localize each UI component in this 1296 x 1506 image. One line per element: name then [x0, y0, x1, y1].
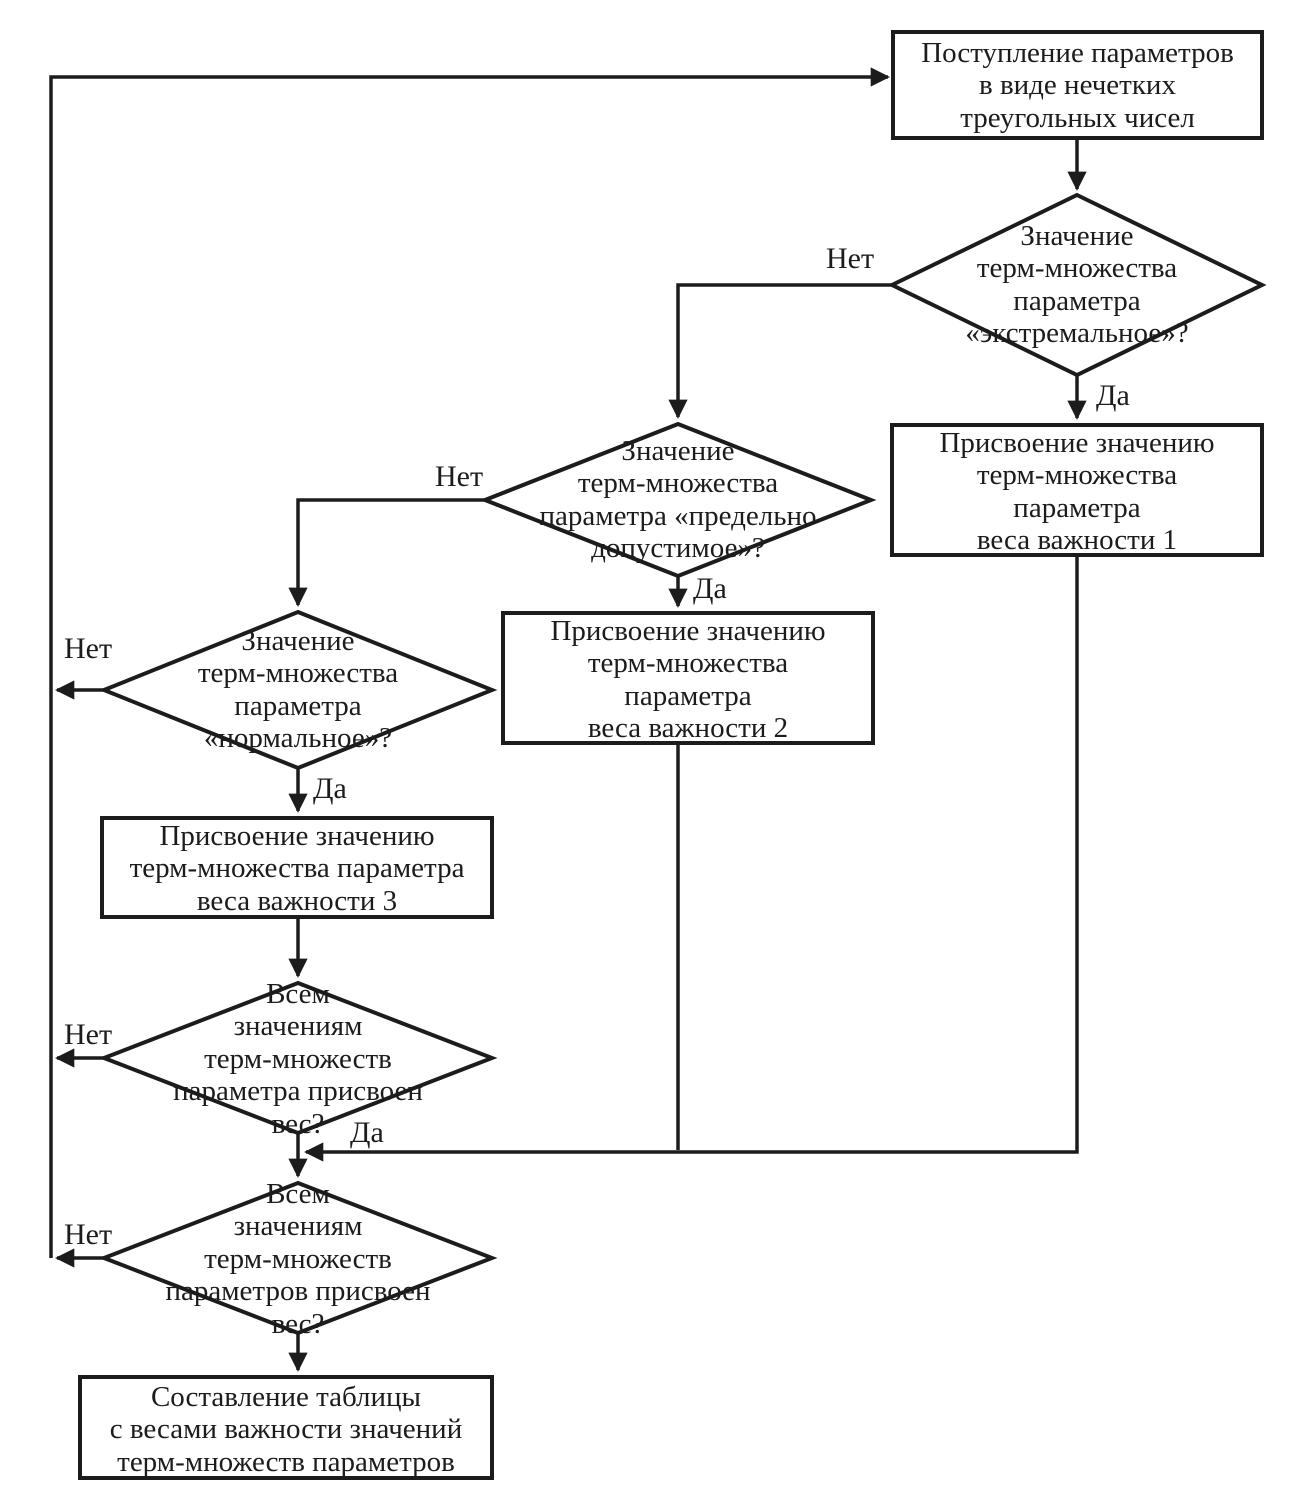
edge-return-to-start	[49, 67, 890, 1258]
final-table-shape	[78, 1375, 494, 1480]
edge-limit-no	[288, 498, 485, 607]
edge-extreme-no	[668, 283, 892, 419]
decision-all-parameters-shape	[98, 1180, 498, 1336]
decision-extreme-shape	[887, 192, 1267, 378]
decision-all-parameter-shape	[98, 980, 498, 1136]
start-box-shape	[891, 30, 1264, 140]
assign-weight-1-shape	[890, 423, 1264, 557]
assign-weight-3-shape	[100, 816, 494, 919]
edge-weight1-to-merge	[304, 555, 1079, 1162]
decision-limit-shape	[479, 421, 877, 579]
assign-weight-2-shape	[501, 611, 875, 745]
decision-normal-shape	[98, 609, 498, 771]
